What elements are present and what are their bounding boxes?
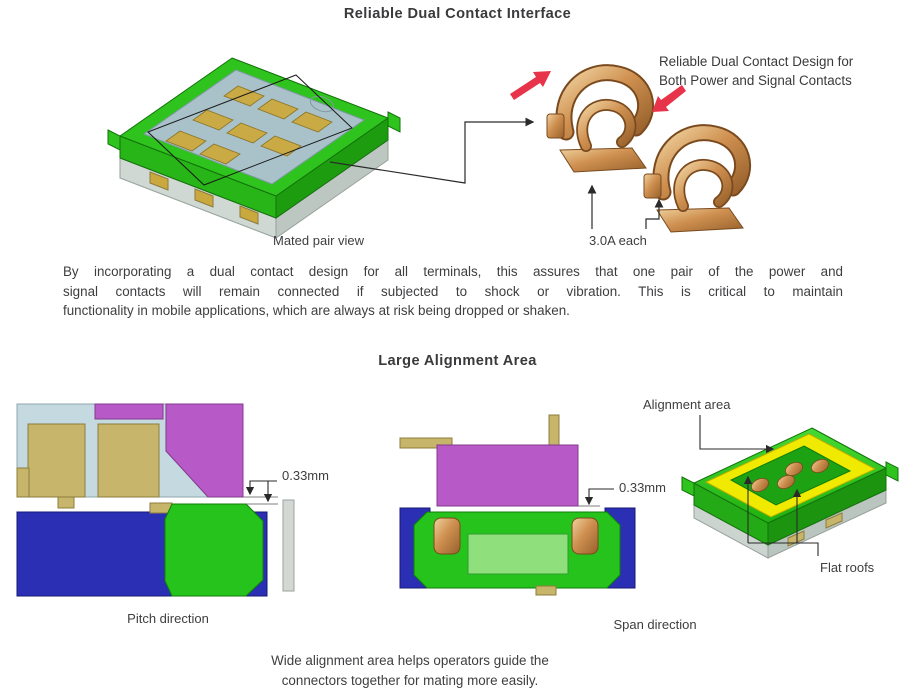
pitch-terminal-left (27, 423, 86, 498)
footer-line2: connectors together for mating more easi… (281, 673, 539, 688)
intro-paragraph-line1: By incorporating a dual contact design f… (63, 264, 843, 279)
alignment-connector-illustration (681, 427, 899, 559)
alignment-section-title: Large Alignment Area (378, 353, 537, 369)
dual-contact-section-title: Reliable Dual Contact Interface (343, 6, 572, 22)
current-rating-arrows (587, 184, 664, 229)
pitch-plug-purple-strip (94, 403, 164, 420)
design-callout-line1: Reliable Dual Contact Design for (659, 54, 854, 69)
mated-connector-insulator-face (142, 69, 366, 185)
red-arrow-lower (652, 85, 686, 112)
pitch-cross-section (16, 403, 295, 597)
design-callout-label: Reliable Dual Contact Design for Both Po… (659, 52, 853, 90)
flat-roofs-callout-lines (743, 475, 819, 556)
alignment-area-label: Alignment area (643, 397, 731, 412)
span-gap-dimension (578, 488, 614, 507)
footer-line1: Wide alignment area helps operators guid… (271, 653, 549, 668)
span-contact-left (433, 517, 461, 555)
pitch-plug-purple-body (165, 403, 244, 498)
alignment-area-callout-line (699, 415, 775, 454)
contact-clip-primary (547, 73, 646, 172)
footer-caption: Wide alignment area helps operators guid… (115, 651, 705, 691)
mated-pair-caption: Mated pair view (273, 233, 365, 248)
flat-roofs-label: Flat roofs (820, 560, 875, 575)
span-plug-purple-body (436, 444, 579, 507)
red-arrow-upper (510, 71, 551, 100)
pitch-terminal-right (97, 423, 160, 498)
detail-callout-line (329, 117, 535, 184)
pitch-direction-caption: Pitch direction (127, 611, 209, 626)
intro-paragraph: By incorporating a dual contact design f… (63, 262, 843, 321)
span-cross-section (399, 414, 636, 596)
pitch-receptacle-green (164, 503, 264, 597)
design-callout-line2: Both Power and Signal Contacts (659, 73, 852, 88)
pitch-gap-dimension (243, 480, 278, 505)
pitch-gap-dimension-label: 0.33mm (282, 468, 329, 483)
mated-connector-illustration (107, 57, 401, 239)
current-rating-label: 3.0A each (589, 233, 647, 248)
span-direction-caption: Span direction (613, 617, 697, 632)
detail-selection-frame (147, 74, 353, 186)
intro-paragraph-line2: signal contacts will remain connected if… (63, 283, 843, 299)
span-gap-dimension-label: 0.33mm (619, 480, 666, 495)
span-contact-right (571, 517, 599, 555)
intro-paragraph-line3: functionality in mobile applications, wh… (63, 303, 570, 319)
